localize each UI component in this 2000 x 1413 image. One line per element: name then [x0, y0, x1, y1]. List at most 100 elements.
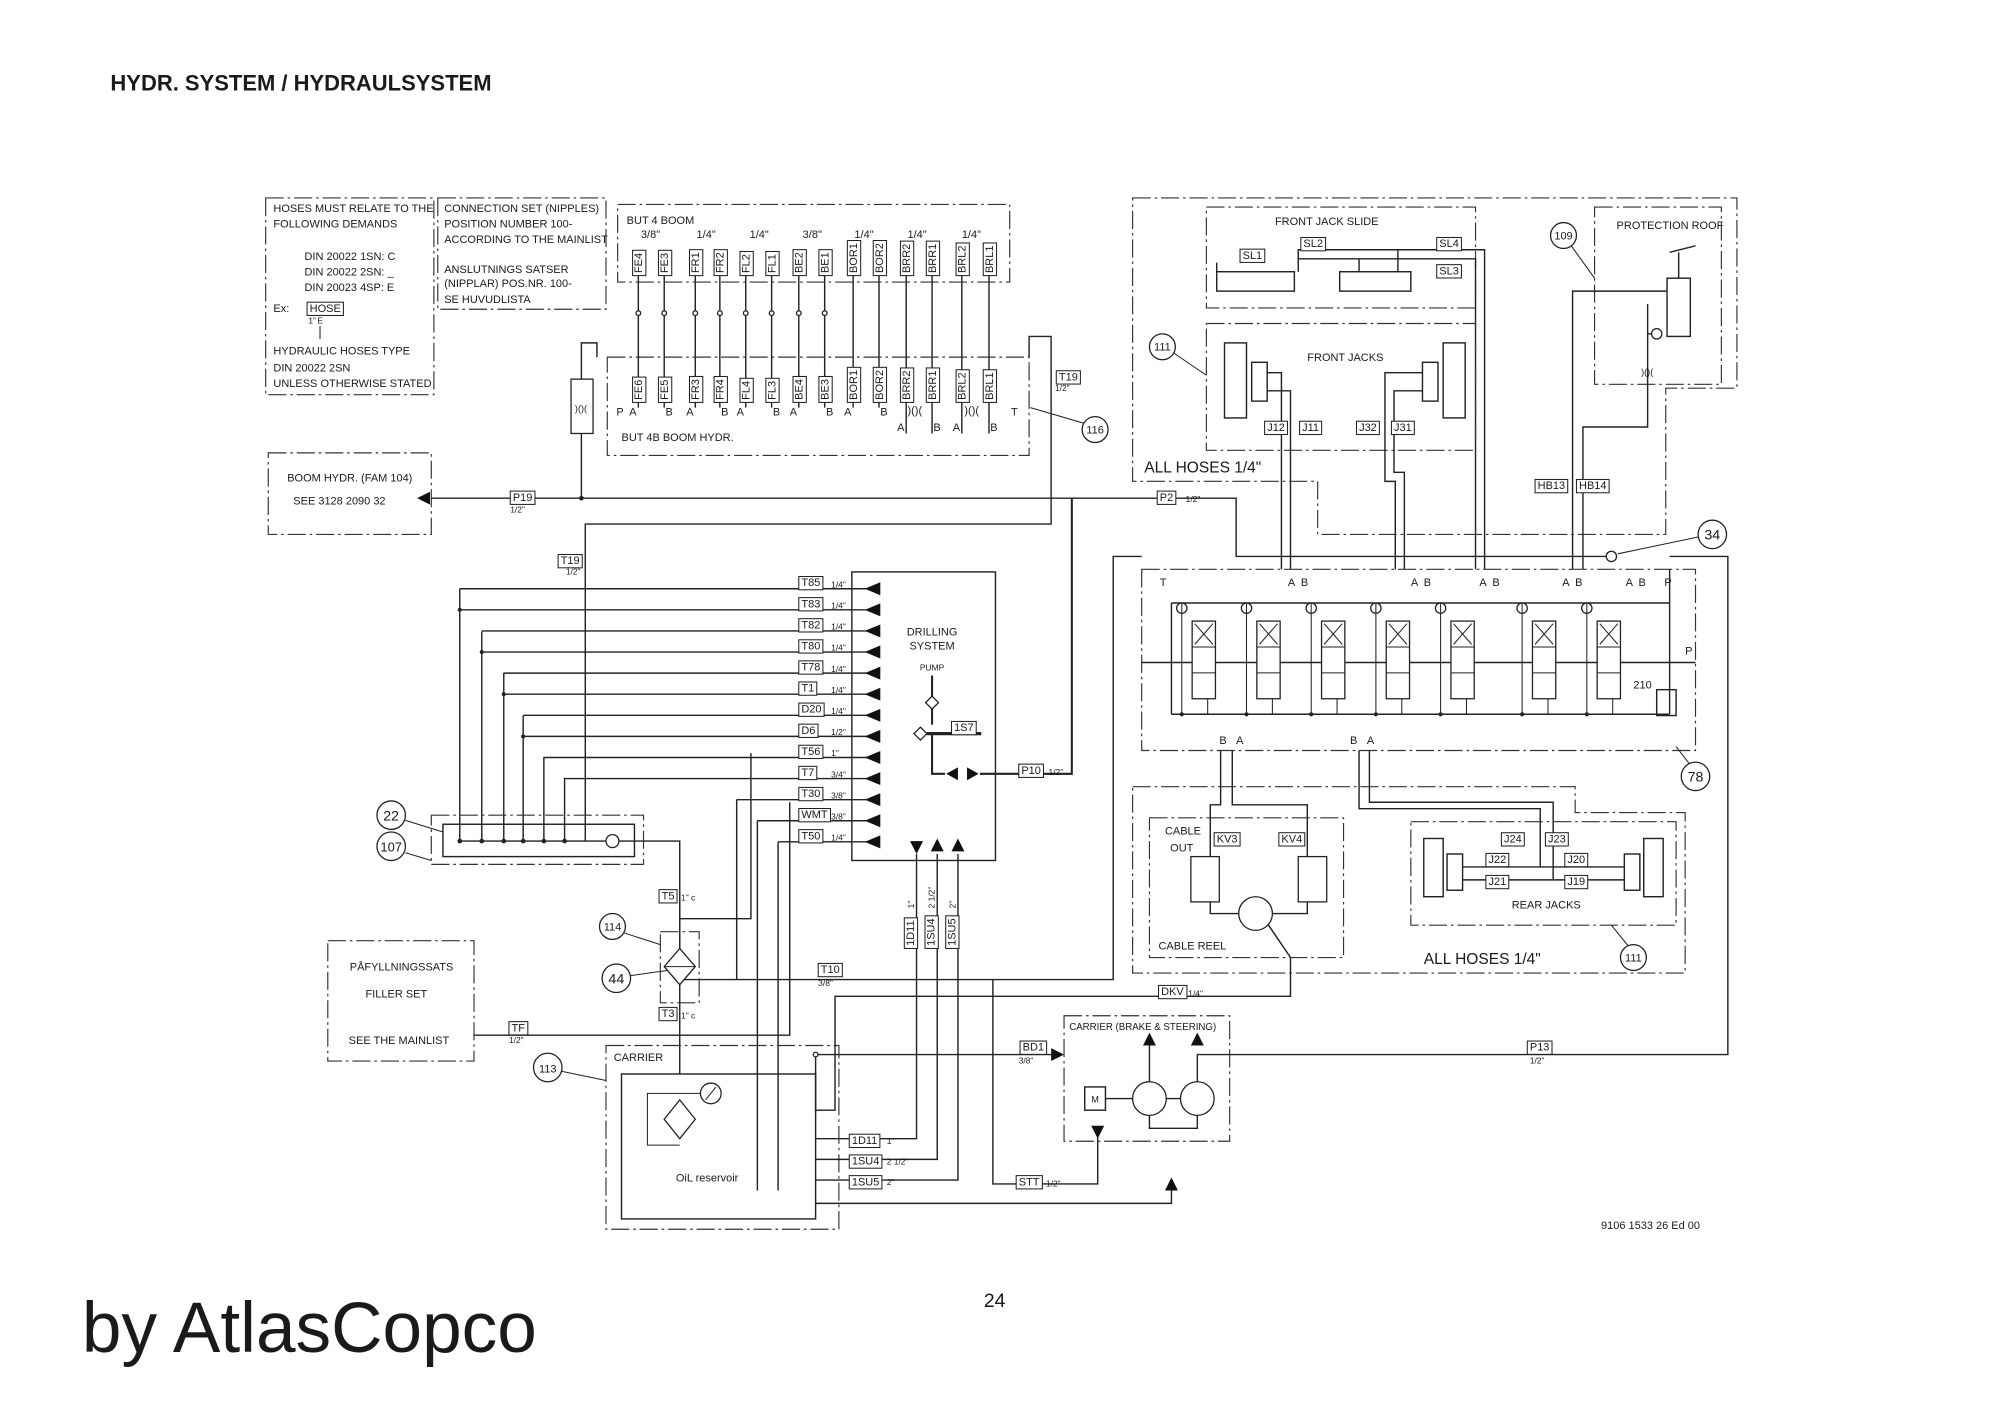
drain-hose-tag: T80: [801, 640, 820, 652]
port-tag-sl2: SL2: [1303, 238, 1323, 250]
hose-tag-box: [899, 240, 915, 277]
hose-tag-box: [1213, 832, 1241, 847]
hose-tag-box: [798, 765, 818, 781]
page-title: HYDR. SYSTEM / HYDRAULSYSTEM: [110, 71, 491, 96]
port-letter: A: [953, 422, 961, 434]
note-line: DIN 20022 2SN: [273, 362, 350, 374]
hose-size: 2 1/2": [927, 887, 937, 909]
callout-leader: [1030, 407, 1084, 424]
boom-port-tag: FE5: [659, 380, 671, 400]
hose-tag-t19: T19: [1059, 371, 1078, 383]
throttle-symbol: )()(: [1641, 367, 1653, 377]
connection-line: CONNECTION SET (NIPPLES): [444, 203, 599, 215]
rear-jacks-box: [1410, 821, 1677, 926]
callout-leader: [405, 819, 444, 861]
filler-line1: PÅFYLLNINGSSATS: [350, 960, 454, 973]
hose-tag-1su4: 1SU4: [926, 918, 938, 945]
arrow-icon: [864, 772, 881, 786]
directional-valve: [1256, 620, 1281, 700]
port-tag-j19: J19: [1567, 876, 1585, 888]
hose-tag-box: [1157, 984, 1188, 1000]
boom-port-tag: FE6: [633, 380, 645, 400]
protection-roof-title: PROTECTION ROOF: [1617, 220, 1724, 232]
hose-tag-box: [945, 915, 960, 949]
arrow-icon: [864, 645, 881, 659]
callout-leader: [1173, 352, 1207, 376]
hose-tag-box: [1156, 490, 1177, 505]
roof-lines: [1571, 245, 1696, 570]
callout-leader: [1610, 924, 1629, 947]
port-letter: A: [790, 406, 798, 418]
junction-dot: [579, 495, 584, 501]
boom-port-tag: BE4: [794, 379, 806, 400]
arrow-icon: [864, 603, 881, 617]
port-letter: A: [737, 406, 745, 418]
check-valve-icon: [605, 833, 620, 849]
drain-hose-tag: T78: [801, 662, 820, 674]
arrow-icon: [1142, 1032, 1156, 1046]
arrow-icon: [864, 814, 881, 828]
t19-return-line: [580, 335, 1052, 842]
connection-line: SE HUVUDLISTA: [444, 294, 531, 306]
valve-spool: [1597, 623, 1621, 674]
cable-reel-box: [1148, 817, 1345, 959]
throttle-symbol: )()(: [907, 405, 922, 417]
motor-label: M: [1091, 1094, 1099, 1104]
junction-dot: [1520, 712, 1525, 717]
port-letter-p: P: [616, 406, 623, 418]
arrow-icon: [910, 841, 924, 855]
boom-port-tag: BE2: [794, 252, 806, 273]
port-letter: B: [721, 406, 728, 418]
port-letter: A: [897, 422, 905, 434]
drain-hose-tag: WMT: [801, 809, 828, 821]
drain-hose-tag: T56: [801, 746, 820, 758]
callout-label: 111: [1625, 952, 1642, 964]
flow-control-valve: [1297, 855, 1328, 903]
port-a: A: [1411, 577, 1419, 589]
jack-cylinder: [1423, 837, 1444, 898]
pump-icon: [1131, 1081, 1167, 1117]
callout-78: [1680, 761, 1711, 792]
arrow-icon: [864, 666, 881, 680]
boom-port-tag: FL2: [741, 254, 753, 273]
hose-notes-box: HOSES MUST RELATE TO THE FOLLOWING DEMAN…: [265, 197, 435, 396]
hose-tag-box: [872, 366, 888, 403]
slide-lines: [1216, 249, 1486, 570]
hose-tag-box: [1055, 370, 1081, 385]
connection-line: ANSLUTNINGS SATSER: [444, 264, 568, 276]
callout-label: 116: [1086, 424, 1104, 436]
tf-line: [474, 802, 791, 1036]
hose-tag-1d11: 1D11: [905, 920, 917, 945]
nipple-icon: [821, 310, 828, 317]
port-b: B: [1492, 577, 1499, 589]
valve-connection: [1440, 602, 1467, 715]
boom-port-tag: BRR2: [901, 371, 913, 400]
boom-port-tag: BRL2: [957, 372, 969, 399]
hose-tag-p2: P2: [1160, 492, 1173, 504]
hose-tag-box: [798, 681, 818, 696]
hose-size: 1": [887, 1136, 895, 1146]
port-letter-t: T: [1011, 406, 1018, 418]
port-a: A: [1479, 577, 1487, 589]
arrow-icon: [1051, 1048, 1065, 1062]
t5-line: [679, 753, 752, 1074]
junction-dot: [1438, 712, 1443, 717]
valve-spool: [1256, 623, 1281, 674]
valve-spool: [1532, 623, 1556, 674]
port-size: 1/4": [854, 229, 873, 241]
hose-tag-box: [1526, 1040, 1553, 1055]
hose-size: 1/2": [1186, 494, 1201, 504]
callout-leader: [1570, 245, 1595, 279]
port-b: B: [1301, 577, 1308, 589]
hose-tag-box: [798, 744, 824, 760]
hose-size: 3/4": [831, 769, 846, 779]
hose-tag-box: [1534, 478, 1569, 494]
drain-hose-tag: T50: [801, 830, 820, 842]
hose-size: 1/2": [831, 727, 846, 737]
note-line: DIN 20022 1SN: C: [304, 251, 395, 263]
hose-tag-box: [798, 575, 824, 591]
jack-check-block: [1446, 853, 1464, 891]
port-letter: B: [933, 422, 940, 434]
hose-size: 1": [906, 901, 916, 909]
